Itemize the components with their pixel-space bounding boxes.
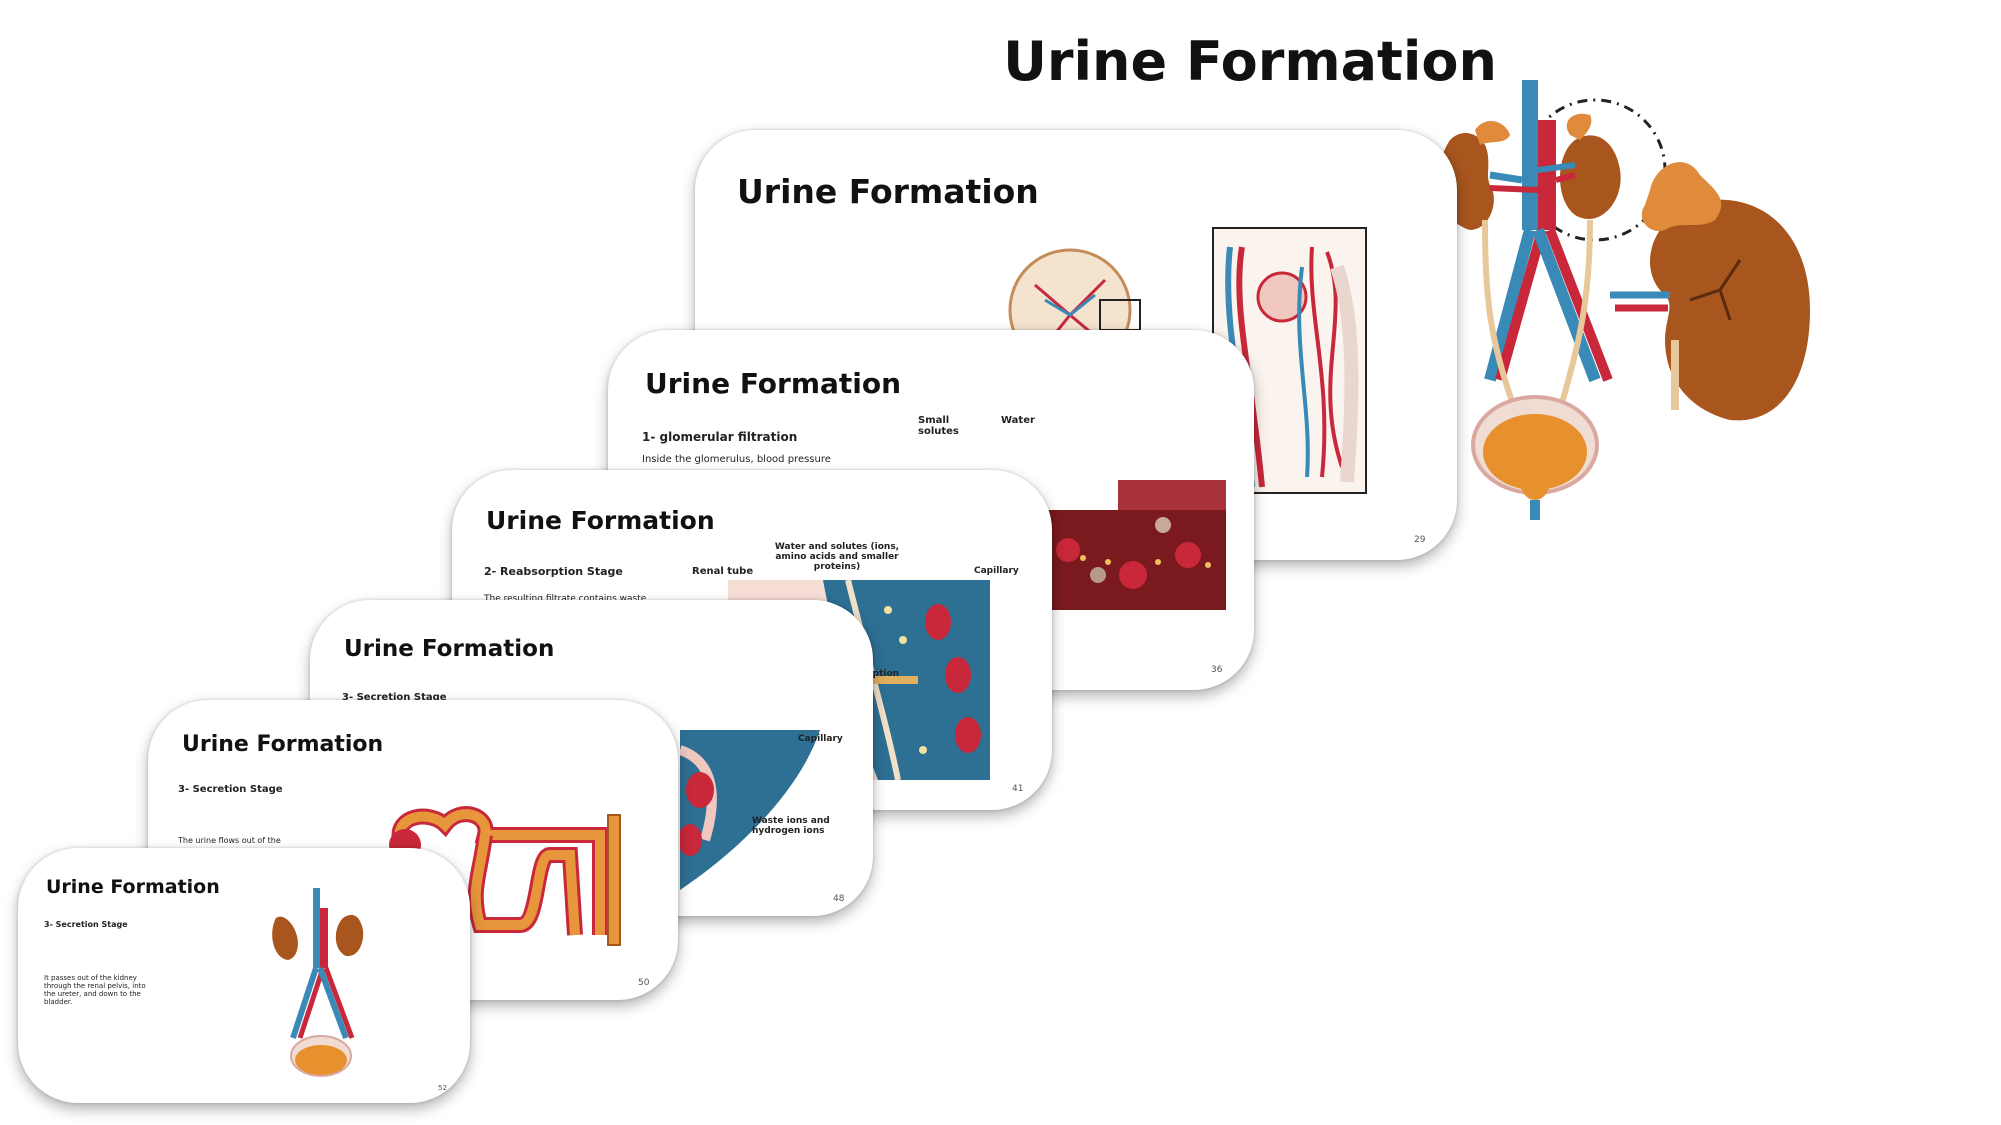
label-water: Water [1001,415,1035,426]
urinary-system-small-illustration [272,888,364,1077]
label-waste-ions: Waste ions and hydrogen ions [752,816,830,836]
slide-subtitle: 3- Secretion Stage [178,784,283,795]
label-small-solutes: Small solutes [918,415,959,437]
page-number: 36 [1211,665,1223,675]
slide-body-text: Inside the glomerulus, blood pressure [642,454,831,465]
slide-title: Urine Formation [182,732,384,757]
slide-subtitle: 2- Reabsorption Stage [484,565,623,578]
page-number: 41 [1012,784,1024,794]
label-capillary: Capillary [974,566,1019,576]
slide-subtitle: 3- Secretion Stage [44,920,128,929]
nephron-tubule-illustration [389,806,621,946]
slide-card[interactable]: Urine Formation 3- Secretion Stage It pa… [18,848,470,1103]
kidney-cross-section-illustration [1008,248,1141,335]
glomerular-filtration-illustration [1048,480,1226,610]
label-capillary: Capillary [798,734,843,744]
slide-subtitle: 3- Secretion Stage [342,692,447,703]
slide-body-text: It passes out of the kidney through the … [44,974,146,1006]
slide-title: Urine Formation [344,636,555,662]
slide-body-text: The resulting filtrate contains waste [484,594,647,604]
slide-title: Urine Formation [486,506,715,535]
slide-title: Urine Formation [737,172,1039,211]
page-number: 48 [833,894,845,904]
slide-subtitle: 1- glomerular filtration [642,430,798,444]
label-renal-tube: Renal tube [692,566,754,577]
page-number: 52 [438,1084,447,1092]
slide-title: Urine Formation [46,876,220,898]
slide-title: Urine Formation [645,367,902,400]
label-absorption: orption [862,669,900,679]
page-number: 50 [638,978,650,988]
urinary-system-illustration [1438,80,1810,520]
page-title: Urine Formation [1003,30,1497,93]
secretion-illustration [680,730,820,890]
page-number: 29 [1414,535,1426,545]
slide-body-text: The urine flows out of the [178,836,281,845]
label-water-solutes: Water and solutes (ions, amino acids and… [774,542,900,572]
